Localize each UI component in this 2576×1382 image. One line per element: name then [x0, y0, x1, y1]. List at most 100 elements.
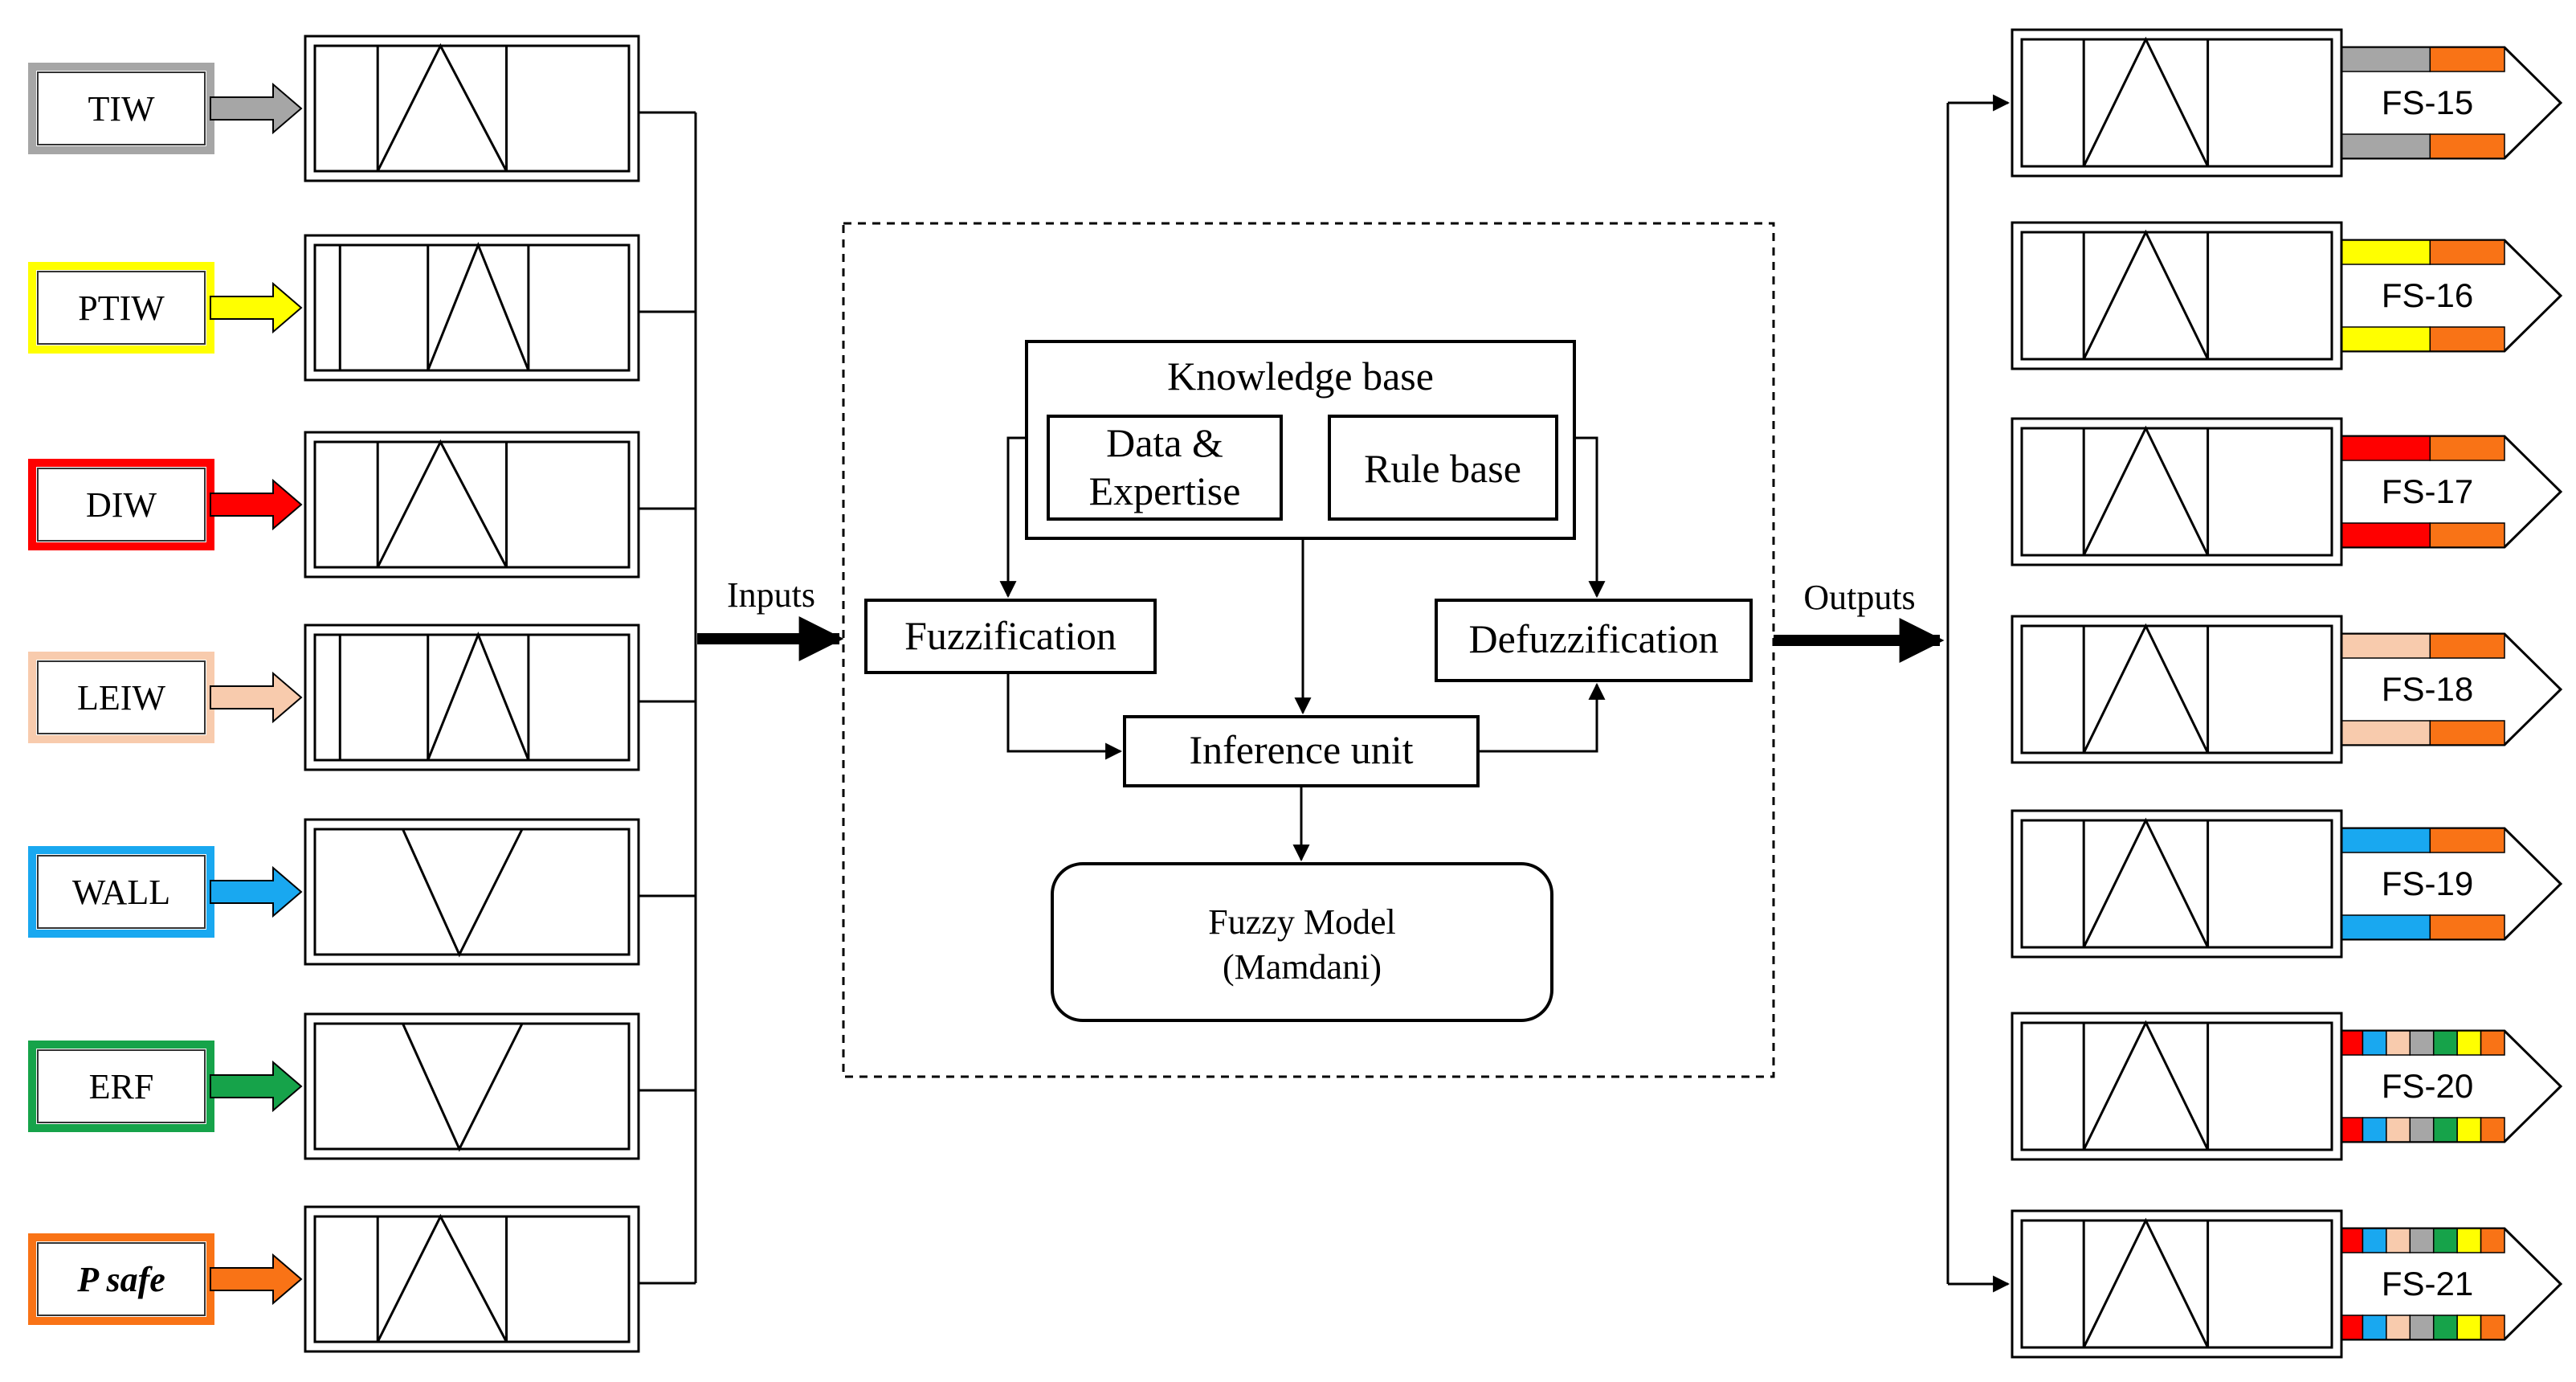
input-label-inner-border — [37, 660, 206, 734]
output-stripe-top — [2456, 1030, 2482, 1056]
fuzzy-core-container — [842, 222, 1775, 1078]
input-label-box — [28, 652, 214, 743]
output-stripe-top — [2432, 1228, 2458, 1253]
input-3: DIW — [28, 431, 640, 579]
defuzzification-box — [1435, 599, 1753, 682]
fuzzification-box — [864, 599, 1157, 674]
output-stripe-top — [2386, 1228, 2411, 1253]
membership-function-curve — [315, 241, 629, 371]
input-arrow-icon — [210, 1060, 303, 1113]
membership-function-box — [304, 35, 640, 182]
membership-function-curve — [315, 828, 629, 958]
output-membership-curve — [2022, 817, 2332, 948]
data-expertise-box — [1047, 415, 1283, 521]
input-label: LEIW — [77, 678, 165, 718]
output-membership-plot — [2020, 427, 2333, 557]
rule-base-box — [1328, 415, 1558, 521]
output-stripe-bottom — [2386, 1117, 2411, 1143]
output-stripe-bottom — [2480, 1117, 2505, 1143]
output-stripe-bottom — [2338, 914, 2431, 940]
data-expertise-label-line1: Data & — [1106, 420, 1223, 465]
membership-function-curve — [315, 1213, 629, 1343]
output-membership-plot — [2020, 1021, 2333, 1151]
fuzzy-model-label-line2: (Mamdani) — [1223, 947, 1382, 987]
output-stripe-top — [2338, 435, 2431, 461]
membership-function-box — [304, 1012, 640, 1160]
output-stripe-top — [2480, 1030, 2505, 1056]
output-stripe-bottom — [2429, 720, 2505, 746]
output-stripe-top — [2429, 239, 2505, 265]
rule-base-label: Rule base — [1364, 446, 1521, 491]
output-bus — [1946, 94, 2011, 1293]
output-stripe-top — [2409, 1228, 2435, 1253]
output-stripe-top — [2432, 1030, 2458, 1056]
output-stripe-bottom — [2429, 133, 2505, 159]
membership-function-curve — [315, 439, 629, 568]
membership-function-plot — [313, 44, 631, 173]
output-stripe-bottom — [2338, 720, 2431, 746]
fuzzy-model-label-line1: Fuzzy Model — [1208, 902, 1395, 942]
output-membership-curve — [2022, 1020, 2332, 1151]
membership-function-plot — [313, 1215, 631, 1343]
output-membership-curve — [2022, 1217, 2332, 1348]
input-7: P safe — [28, 1205, 640, 1353]
output-stripe-top — [2338, 1030, 2364, 1056]
output-stripe-top — [2362, 1228, 2387, 1253]
output-stripe-bottom — [2456, 1117, 2482, 1143]
output-3: FS-17 — [2011, 417, 2563, 566]
output-membership-plot — [2020, 38, 2333, 168]
input-label-inner-border — [37, 271, 206, 345]
output-stripe-top — [2386, 1030, 2411, 1056]
output-label: FS-19 — [2382, 865, 2473, 902]
membership-function-curve — [315, 43, 629, 172]
defuzzification-label: Defuzzification — [1469, 616, 1719, 661]
input-label-inner-border — [37, 1049, 206, 1123]
output-membership-curve — [2022, 36, 2332, 167]
output-stripe-bottom — [2338, 522, 2431, 548]
output-1: FS-15 — [2011, 28, 2563, 178]
input-bus — [639, 111, 697, 1285]
output-stripe-top — [2480, 1228, 2505, 1253]
output-stripe-bottom — [2338, 326, 2431, 352]
input-label-inner-border — [37, 72, 206, 145]
output-stripe-bottom — [2362, 1315, 2387, 1340]
output-membership-curve — [2022, 623, 2332, 754]
fuzzification-label: Fuzzification — [904, 613, 1117, 658]
input-label: ERF — [89, 1067, 154, 1106]
output-membership-plot — [2020, 624, 2333, 754]
output-stripe-bottom — [2432, 1117, 2458, 1143]
output-stripe-top — [2409, 1030, 2435, 1056]
output-membership-plot — [2020, 819, 2333, 949]
membership-function-plot — [313, 1022, 631, 1151]
input-label-box — [28, 1041, 214, 1132]
input-label: WALL — [72, 873, 170, 912]
input-label-box — [28, 846, 214, 938]
input-arrow-icon — [210, 671, 303, 724]
input-label: PTIW — [78, 288, 165, 328]
input-label: P safe — [76, 1260, 165, 1299]
input-arrow-icon — [210, 865, 303, 918]
output-stripe-top — [2338, 633, 2431, 659]
input-5: WALL — [28, 818, 640, 966]
input-6: ERF — [28, 1012, 640, 1160]
membership-function-box — [304, 431, 640, 579]
output-stripe-top — [2456, 1228, 2482, 1253]
inputs-label: Inputs — [727, 575, 815, 615]
membership-function-box — [304, 234, 640, 382]
output-stripe-bottom — [2338, 133, 2431, 159]
input-label-box — [28, 63, 214, 154]
output-stripe-bottom — [2362, 1117, 2387, 1143]
input-arrow-icon — [210, 82, 303, 135]
output-stripe-top — [2429, 633, 2505, 659]
output-6: FS-20 — [2011, 1012, 2563, 1161]
input-label-inner-border — [37, 855, 206, 929]
output-stripe-bottom — [2429, 522, 2505, 548]
inference-unit-label: Inference unit — [1189, 727, 1413, 772]
membership-function-curve — [315, 1022, 629, 1152]
inference-unit-box — [1123, 715, 1480, 787]
fuzzy-model-box — [1051, 862, 1553, 1022]
input-arrow-icon — [210, 478, 303, 531]
input-2: PTIW — [28, 234, 640, 382]
